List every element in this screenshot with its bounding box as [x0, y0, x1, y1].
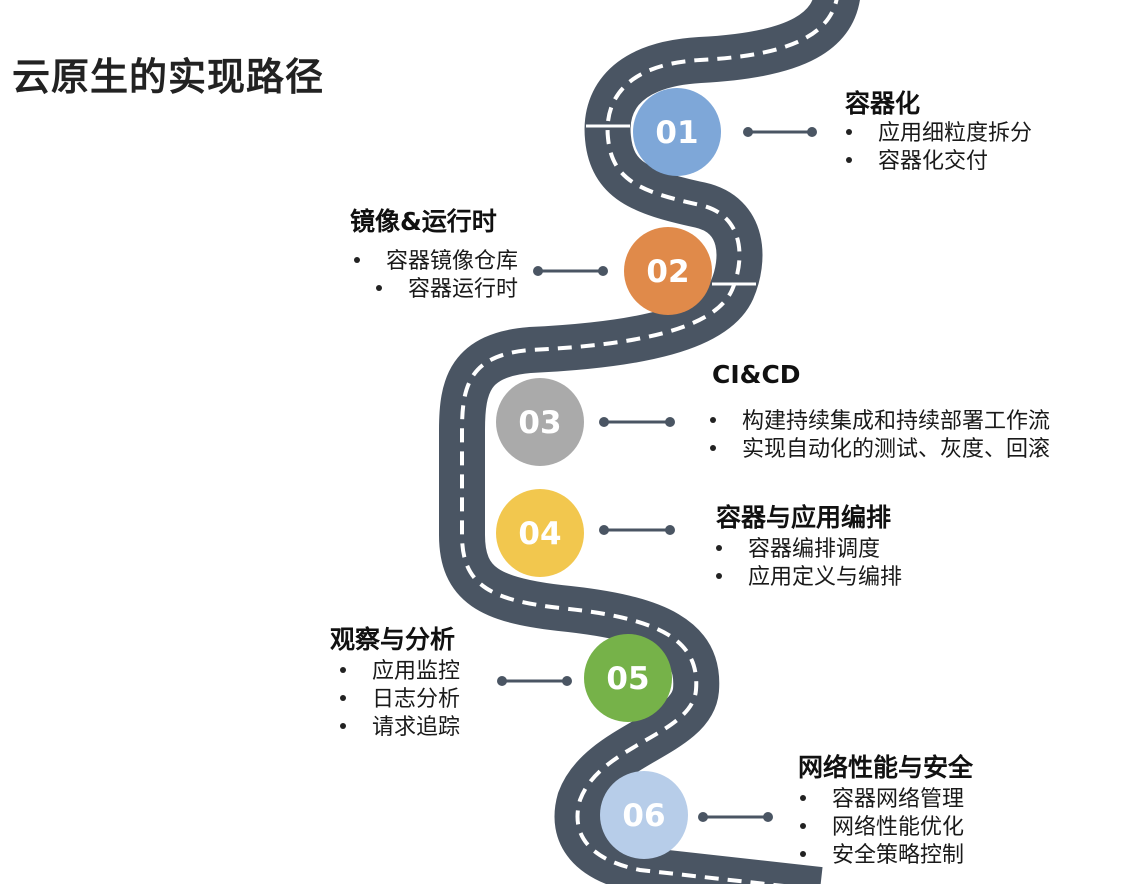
list-item: 网络性能优化 [800, 814, 964, 842]
step-title-05: 观察与分析 [330, 625, 456, 654]
step-number-04: 04 [518, 516, 561, 552]
step-marker-05: 05 [584, 634, 672, 722]
list-item: 容器网络管理 [800, 786, 964, 814]
step-circle-01 [633, 88, 721, 176]
step-circle-05 [584, 634, 672, 722]
list-item: 应用监控 [340, 658, 460, 686]
step-number-06: 06 [622, 798, 665, 834]
connectors [497, 127, 817, 822]
step-list-04: 容器编排调度 应用定义与编排 [716, 536, 902, 592]
step-number-01: 01 [655, 115, 698, 151]
step-list-05: 应用监控 日志分析 请求追踪 [340, 658, 460, 742]
step-title-01: 容器化 [845, 89, 921, 118]
step-marker-06: 06 [600, 771, 688, 859]
step-marker-01: 01 [633, 88, 721, 176]
step-circle-06 [600, 771, 688, 859]
step-circle-03 [496, 378, 584, 466]
connector-01 [743, 127, 817, 137]
list-item: 容器镜像仓库 [353, 248, 518, 276]
list-item: 应用定义与编排 [716, 564, 902, 592]
step-circle-04 [496, 489, 584, 577]
step-title-02: 镜像&运行时 [350, 207, 497, 236]
step-number-05: 05 [606, 661, 649, 697]
connector-06 [698, 812, 773, 822]
list-item: 容器化交付 [846, 148, 1032, 176]
list-item: 构建持续集成和持续部署工作流 [710, 408, 1050, 436]
list-item: 容器运行时 [354, 276, 518, 304]
road [439, 0, 860, 884]
step-list-01: 应用细粒度拆分 容器化交付 [846, 120, 1032, 176]
list-item: 安全策略控制 [800, 842, 964, 870]
step-marker-02: 02 [624, 227, 712, 315]
step-circle-02 [624, 227, 712, 315]
step-title-03: CI&CD [712, 360, 801, 389]
step-number-03: 03 [518, 405, 561, 441]
connector-03 [599, 417, 675, 427]
list-item: 日志分析 [340, 686, 460, 714]
step-list-06: 容器网络管理 网络性能优化 安全策略控制 [800, 786, 964, 870]
list-item: 容器编排调度 [716, 536, 902, 564]
page-title: 云原生的实现路径 [12, 55, 325, 99]
step-marker-04: 04 [496, 489, 584, 577]
step-number-02: 02 [646, 254, 689, 290]
connector-02 [533, 266, 608, 276]
step-list-02: 容器镜像仓库 容器运行时 [353, 248, 518, 304]
step-list-03: 构建持续集成和持续部署工作流 实现自动化的测试、灰度、回滚 [710, 408, 1050, 464]
road-lane-marking [460, 0, 839, 884]
list-item: 请求追踪 [340, 714, 460, 742]
step-markers: 01 02 03 04 05 06 [496, 88, 721, 859]
list-item: 应用细粒度拆分 [846, 120, 1032, 148]
step-marker-03: 03 [496, 378, 584, 466]
step-title-04: 容器与应用编排 [716, 503, 892, 532]
connector-04 [599, 525, 675, 535]
list-item: 实现自动化的测试、灰度、回滚 [710, 436, 1050, 464]
step-title-06: 网络性能与安全 [798, 753, 974, 782]
connector-05 [497, 676, 572, 686]
